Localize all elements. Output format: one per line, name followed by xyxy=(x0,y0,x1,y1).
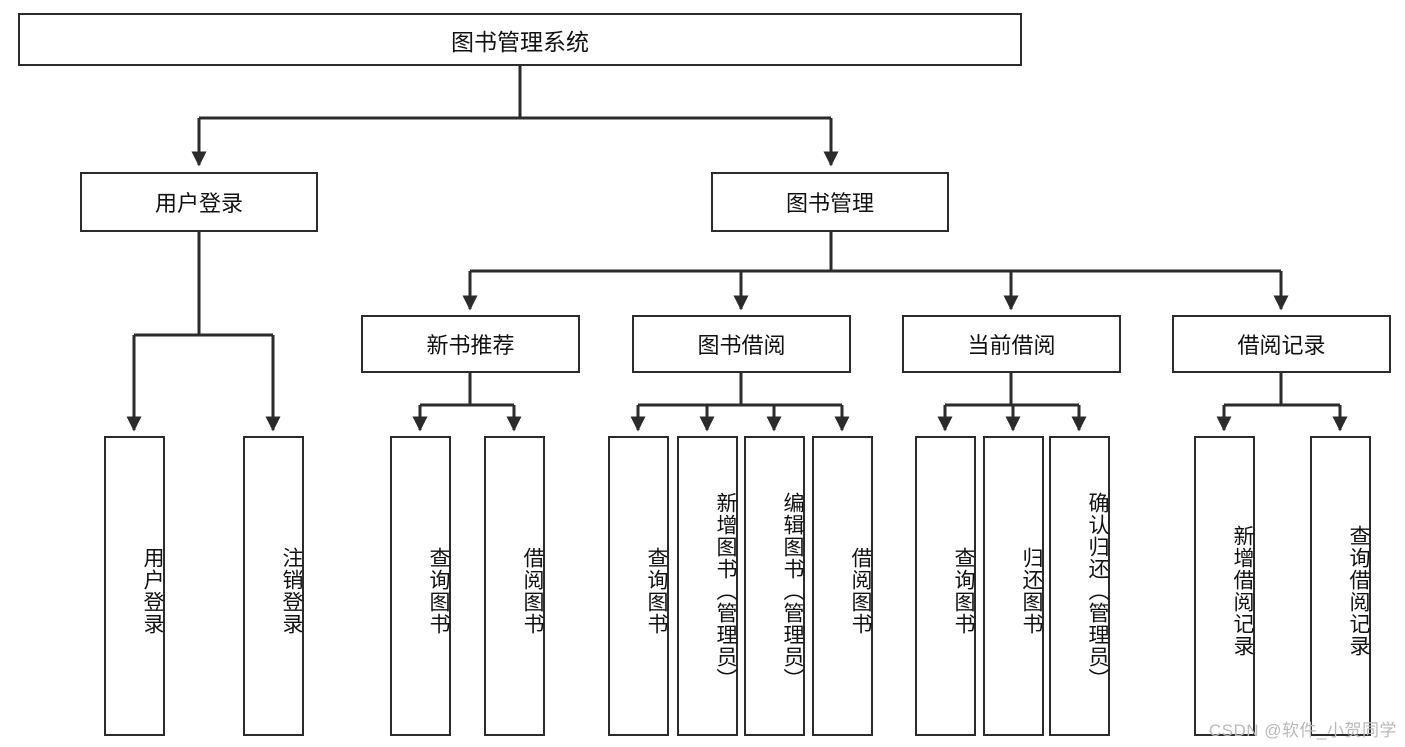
node-label: 查询图书 xyxy=(645,547,668,635)
node-label: 用户登录 xyxy=(154,191,243,216)
node-book-management[interactable]: 图书管理 xyxy=(711,172,949,232)
node-label: 图书管理系统 xyxy=(451,28,589,55)
node-current-borrow[interactable]: 当前借阅 xyxy=(902,315,1121,373)
node-leaf-borrow-book[interactable]: 借阅图书 xyxy=(812,436,873,736)
node-new-book-recommend[interactable]: 新书推荐 xyxy=(361,315,580,373)
node-leaf-logout[interactable]: 注销登录 xyxy=(243,436,304,736)
node-label: 借阅记录 xyxy=(1237,333,1326,358)
node-label: 借阅图书 xyxy=(849,547,872,635)
node-label: 注销登录 xyxy=(280,547,303,635)
node-label: 借阅图书 xyxy=(521,547,544,635)
node-leaf-borrow-book-newbook[interactable]: 借阅图书 xyxy=(484,436,545,736)
node-label: 新增图书（管理员） xyxy=(714,492,737,690)
node-leaf-confirm-return-admin[interactable]: 确认归还（管理员） xyxy=(1049,436,1110,736)
node-label: 用户登录 xyxy=(141,547,164,635)
node-leaf-add-borrow-record[interactable]: 新增借阅记录 xyxy=(1194,436,1255,736)
node-leaf-add-book-admin[interactable]: 新增图书（管理员） xyxy=(677,436,738,736)
node-label: 当前借阅 xyxy=(967,333,1056,358)
node-leaf-return-book[interactable]: 归还图书 xyxy=(983,436,1044,736)
node-leaf-query-book-current[interactable]: 查询图书 xyxy=(915,436,976,736)
node-leaf-query-book-borrow[interactable]: 查询图书 xyxy=(608,436,669,736)
node-borrow-records[interactable]: 借阅记录 xyxy=(1172,315,1391,373)
node-label: 查询图书 xyxy=(952,547,975,635)
watermark-credit: CSDN @软件_小贺同学 xyxy=(1208,721,1397,740)
node-label: 编辑图书（管理员） xyxy=(781,492,804,690)
node-leaf-query-book-newbook[interactable]: 查询图书 xyxy=(390,436,451,736)
node-leaf-user-login[interactable]: 用户登录 xyxy=(104,436,165,736)
node-leaf-edit-book-admin[interactable]: 编辑图书（管理员） xyxy=(744,436,805,736)
node-label: 确认归还（管理员） xyxy=(1086,492,1109,690)
node-user-login[interactable]: 用户登录 xyxy=(80,172,318,232)
node-label: 图书借阅 xyxy=(697,333,786,358)
node-label: 图书管理 xyxy=(785,191,874,216)
node-book-borrow[interactable]: 图书借阅 xyxy=(632,315,851,373)
node-label: 新书推荐 xyxy=(426,333,515,358)
node-label: 查询借阅记录 xyxy=(1347,525,1370,657)
node-label: 归还图书 xyxy=(1020,547,1043,635)
node-label: 查询图书 xyxy=(427,547,450,635)
node-root-system[interactable]: 图书管理系统 xyxy=(18,13,1022,66)
node-label: 新增借阅记录 xyxy=(1231,525,1254,657)
node-leaf-query-borrow-record[interactable]: 查询借阅记录 xyxy=(1310,436,1371,736)
